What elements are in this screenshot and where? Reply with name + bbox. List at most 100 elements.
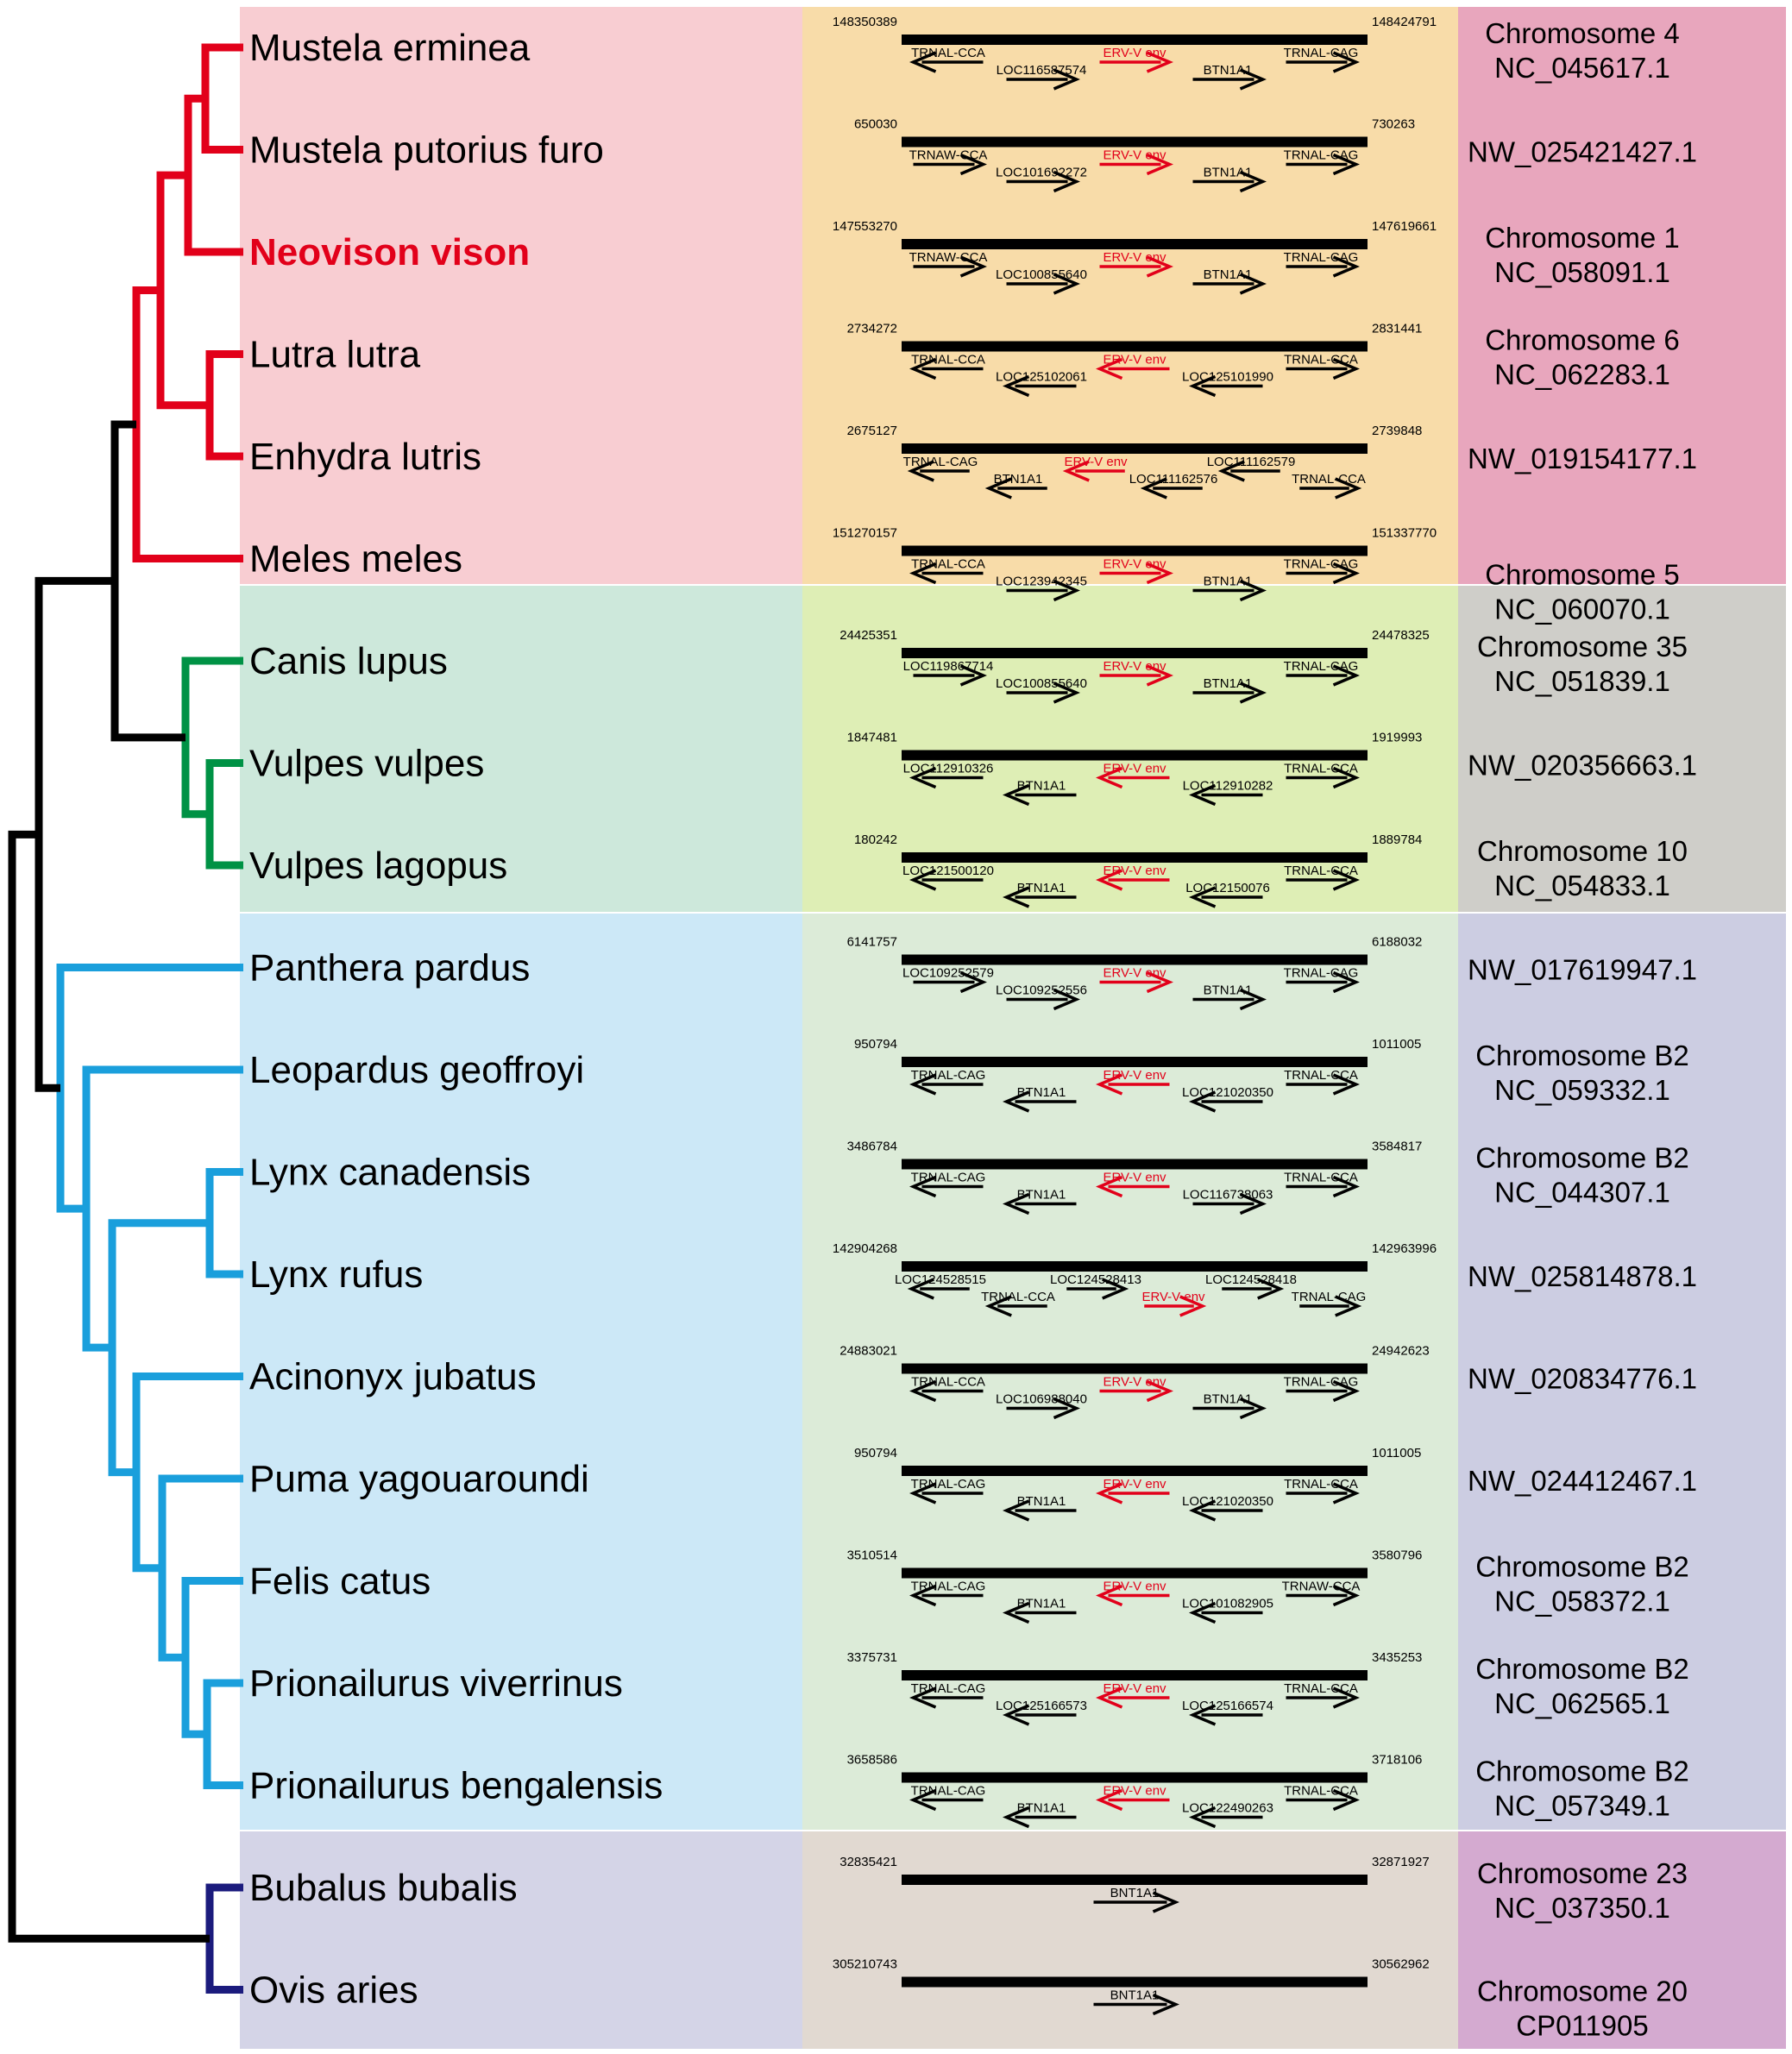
accession-label: NW_017619947.1: [1468, 954, 1697, 986]
gene-label: BTN1A1: [1017, 1494, 1066, 1509]
tree-branch: [35, 576, 115, 1092]
feature-arrow-head: [1239, 1192, 1267, 1215]
erv-env-label: ERV-V env: [1064, 455, 1128, 469]
feature-arrow-head: [1053, 682, 1080, 704]
tree-branch: [108, 1219, 210, 1477]
erv-env-label: ERV-V env: [1103, 353, 1166, 367]
feature-arrow-head: [909, 357, 937, 380]
locus-end-coordinate: 1011005: [1372, 1446, 1421, 1460]
locus-bar: [902, 35, 1368, 45]
feature-arrow-head: [1003, 1192, 1030, 1215]
erv-env-label: ERV-V env: [1103, 250, 1166, 265]
gene-label: TRNAL-CCA: [911, 1375, 985, 1390]
feature-arrow-head: [909, 766, 937, 789]
feature-arrow-head: [1239, 682, 1267, 704]
feature-arrow-head: [1189, 783, 1217, 807]
feature-arrow-head: [1062, 460, 1090, 482]
feature-arrow-head: [1332, 1788, 1360, 1812]
tree-branch: [184, 94, 243, 256]
feature-arrow-head: [1189, 374, 1217, 398]
accession-label: NC_054833.1: [1494, 870, 1670, 901]
tree-branch: [201, 43, 243, 154]
locus-bar: [902, 239, 1368, 249]
gene-label: LOC112910282: [1183, 779, 1273, 794]
locus-start-coordinate: 151270157: [833, 526, 897, 541]
gene-label: LOC125102061: [996, 370, 1087, 385]
gene-label: TRNAW-CCA: [1282, 1580, 1361, 1594]
locus-start-coordinate: 32835421: [839, 1855, 897, 1869]
locus-start-coordinate: 950794: [854, 1446, 897, 1460]
locus-bar: [902, 1057, 1368, 1067]
tree-branch: [181, 656, 243, 819]
feature-arrow-head: [1332, 51, 1360, 73]
locus-end-coordinate: 147619661: [1372, 219, 1437, 234]
feature-arrow-head: [1003, 1601, 1030, 1624]
gene-label: BTN1A1: [1204, 575, 1253, 589]
locus-end-coordinate: 24942623: [1372, 1344, 1430, 1359]
erv-env-label: ERV-V env: [1103, 966, 1166, 981]
gene-label: LOC116738063: [1183, 1188, 1273, 1203]
feature-arrow-head: [1003, 886, 1030, 908]
feature-arrow-head: [1096, 1073, 1123, 1096]
gene-label: TRNAL-CAG: [911, 1681, 986, 1696]
canid-chromosome-band: [1458, 585, 1786, 913]
feature-arrow-head: [1332, 664, 1360, 687]
locus-bar: [902, 1976, 1368, 1988]
locus-bar: [902, 1772, 1368, 1783]
tree-branch: [132, 1372, 243, 1573]
gene-label: LOC122490263: [1182, 1801, 1273, 1816]
feature-arrow-head: [1146, 153, 1173, 176]
locus-start-coordinate: 148350389: [833, 15, 897, 29]
feature-arrow-head: [1096, 357, 1123, 380]
feature-arrow-head: [1335, 1295, 1362, 1317]
chromosome-label: Chromosome B2: [1475, 1756, 1689, 1787]
accession-label: NW_025421427.1: [1468, 136, 1697, 168]
feature-arrow-head: [1096, 1584, 1123, 1607]
gene-label: LOC119867714: [903, 659, 994, 674]
gene-label: TRNAL-CAG: [1292, 1290, 1367, 1304]
locus-start-coordinate: 3486784: [847, 1140, 897, 1154]
feature-arrow-head: [1239, 170, 1267, 193]
gene-label: LOC125166573: [996, 1699, 1087, 1713]
feature-arrow-head: [909, 1687, 937, 1709]
gene-label: LOC116587574: [997, 63, 1087, 78]
gene-label: LOC111162579: [1207, 455, 1296, 469]
gene-label: BTN1A1: [1204, 166, 1253, 180]
gene-label: BTN1A1: [1204, 676, 1253, 691]
accession-label: NC_059332.1: [1494, 1074, 1670, 1106]
erv-env-label: ERV-V env: [1103, 1477, 1166, 1492]
gene-label: TRNAL-CAG: [1284, 46, 1359, 60]
feature-arrow-head: [907, 460, 934, 482]
locus-start-coordinate: 305210743: [833, 1957, 897, 1972]
species-label: Meles meles: [249, 538, 462, 581]
feature-arrow-head: [1239, 988, 1267, 1011]
mustelid-chromosome-band: [1458, 7, 1786, 585]
gene-label: TRNAW-CCA: [909, 250, 988, 265]
feature-arrow-head: [959, 970, 987, 994]
species-label: Neovison vison: [249, 231, 530, 273]
feature-arrow-head: [1146, 255, 1173, 278]
gene-label: LOC101082905: [1182, 1597, 1273, 1611]
feature-arrow-head: [1146, 51, 1173, 73]
erv-env-label: ERV-V env: [1103, 1580, 1166, 1594]
locus-start-coordinate: 142904268: [833, 1241, 897, 1256]
gene-label: TRNAL-CAG: [911, 1171, 986, 1185]
bovid-locus-band: [802, 1831, 1458, 2049]
feature-arrow-head: [909, 869, 937, 891]
phylogenetic-tree: [8, 43, 243, 1994]
erv-env-label: ERV-V env: [1103, 1171, 1166, 1185]
feature-arrow-head: [959, 255, 987, 278]
gene-label: TRNAL-CAG: [1284, 250, 1359, 265]
gene-label: LOC121020350: [1182, 1085, 1273, 1100]
feature-arrow-head: [1179, 1295, 1207, 1317]
chromosome-label: Chromosome 10: [1477, 835, 1688, 867]
species-label: Lynx rufus: [249, 1253, 423, 1296]
gene-label: BTN1A1: [1017, 1085, 1066, 1100]
bovid-species-band: [240, 1831, 802, 2049]
locus-start-coordinate: 180242: [854, 832, 897, 847]
locus-end-coordinate: 1011005: [1372, 1037, 1421, 1052]
gene-label: LOC100855640: [996, 267, 1087, 282]
chromosome-label: Chromosome 5: [1485, 559, 1680, 591]
gene-label: LOC100855640: [996, 676, 1087, 691]
